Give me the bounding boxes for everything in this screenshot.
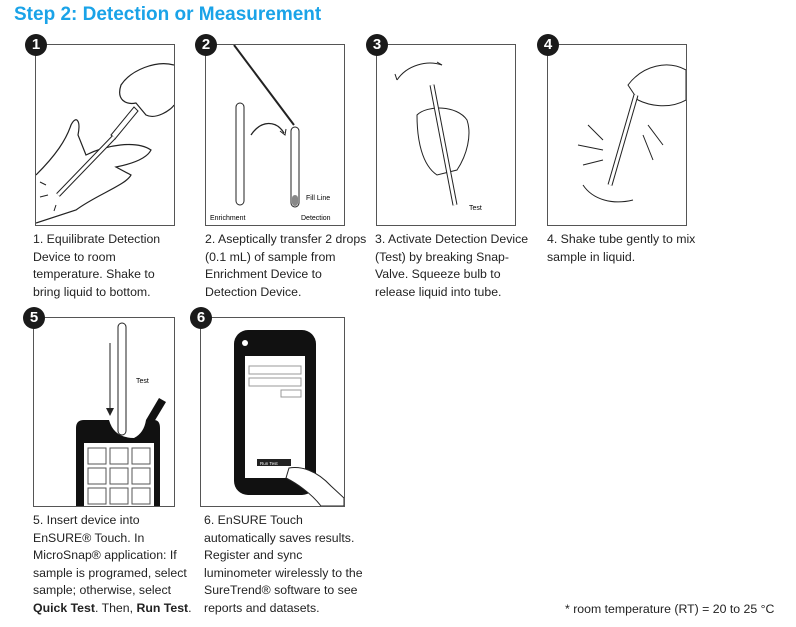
step-3-caption: 3. Activate Detection Device (Test) by b… — [375, 232, 529, 299]
enrichment-label: Enrichment — [210, 215, 245, 222]
step-5-illustration: Test — [33, 317, 175, 507]
step-5-badge: 5 — [23, 307, 45, 329]
step-2-illustration: Enrichment Detection Fill Line — [205, 44, 345, 226]
step-2-badge: 2 — [195, 34, 217, 56]
detection-label: Detection — [301, 215, 331, 222]
step-4-badge: 4 — [537, 34, 559, 56]
test-label: Test — [136, 378, 149, 385]
footnote: * room temperature (RT) = 20 to 25 °C — [565, 602, 775, 616]
test-label: Test — [469, 205, 482, 212]
hand-shaking-tube-icon — [36, 63, 174, 224]
step-6-illustration: Run Test — [200, 317, 345, 507]
step-5-caption-text: . — [188, 600, 192, 615]
step-5-caption-text: 5. Insert device into EnSURE® Touch. In … — [33, 513, 187, 597]
step-1-caption: 1. Equilibrate Detection Device to room … — [33, 232, 161, 299]
step-4-caption: 4. Shake tube gently to mix sample in li… — [547, 232, 696, 264]
page-title: Step 2: Detection or Measurement — [14, 4, 322, 25]
shaking-tube-icon — [577, 64, 686, 203]
step-2-caption: 2. Aseptically transfer 2 drops (0.1 mL)… — [205, 232, 367, 299]
insert-device-icon: Test — [76, 322, 166, 506]
tube-transfer-icon: Enrichment Detection Fill Line — [210, 45, 331, 222]
step-3-badge: 3 — [366, 34, 388, 56]
run-test-emphasis: Run Test — [136, 600, 189, 615]
hand-activating-tube-icon: Test — [394, 61, 482, 212]
step-5-caption-text: . Then, — [94, 600, 137, 615]
step-6-badge: 6 — [190, 307, 212, 329]
step-4-illustration — [547, 44, 687, 226]
fill-line-label: Fill Line — [306, 195, 330, 202]
step-6-caption: 6. EnSURE Touch automatically saves resu… — [204, 513, 363, 615]
run-test-screen-button: Run Test — [260, 461, 278, 466]
step-1-illustration — [35, 44, 175, 226]
quick-test-emphasis: Quick Test — [33, 600, 95, 615]
step-5-caption: 5. Insert device into EnSURE® Touch. In … — [33, 512, 201, 617]
step-1-badge: 1 — [25, 34, 47, 56]
step-3-illustration: Test — [376, 44, 516, 226]
ensure-touch-device-icon: Run Test — [234, 330, 344, 506]
